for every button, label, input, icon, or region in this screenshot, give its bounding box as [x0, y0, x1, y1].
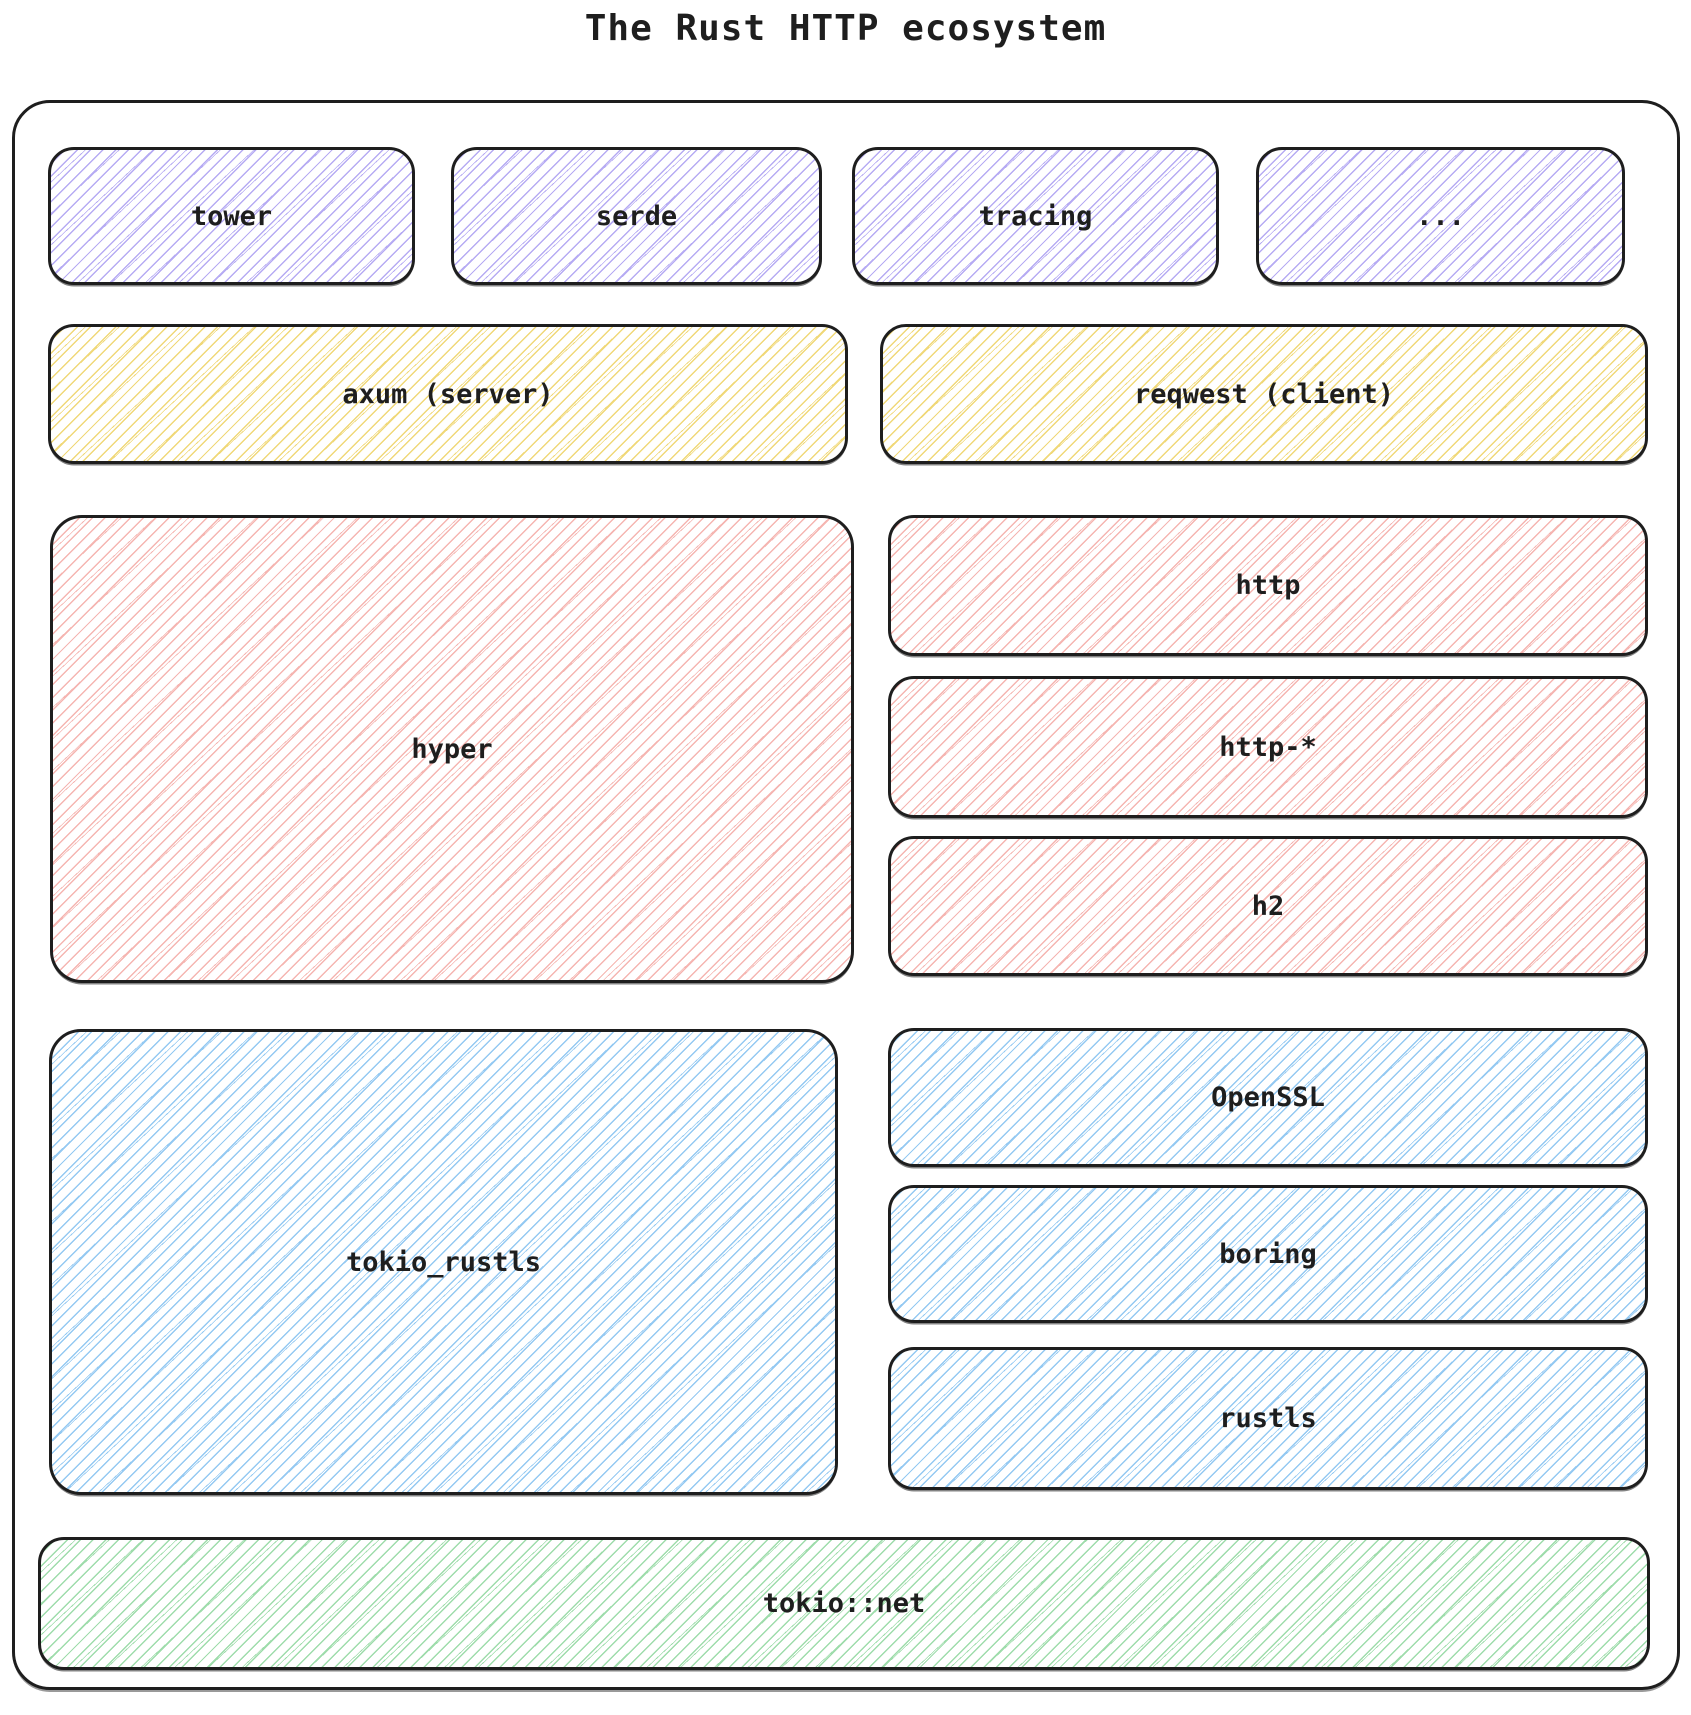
node-tracing-label: tracing [978, 200, 1093, 232]
node-reqwest-label: reqwest (client) [1133, 378, 1395, 410]
node-tokio-rustls: tokio_rustls [49, 1029, 838, 1495]
node-hyper-label: hyper [411, 733, 493, 765]
node-h2-label: h2 [1251, 890, 1285, 922]
node-axum-label: axum (server) [342, 378, 554, 410]
node-boring-label: boring [1219, 1238, 1317, 1270]
node-serde: serde [451, 147, 822, 285]
node-rustls: rustls [888, 1347, 1648, 1490]
node-rustls-label: rustls [1219, 1403, 1317, 1434]
node-http-star: http-* [888, 676, 1648, 818]
node-reqwest: reqwest (client) [880, 324, 1648, 464]
node-tower: tower [48, 147, 415, 285]
diagram-title: The Rust HTTP ecosystem [584, 8, 1107, 49]
node-h2: h2 [888, 836, 1648, 976]
node-openssl: OpenSSL [888, 1028, 1648, 1167]
node-boring: boring [888, 1185, 1648, 1323]
node-ellipsis: ... [1256, 147, 1625, 285]
node-openssl-label: OpenSSL [1211, 1082, 1325, 1113]
node-tokio-net: tokio::net [38, 1537, 1650, 1670]
node-http: http [888, 515, 1648, 656]
node-tower-label: tower [190, 200, 273, 232]
node-hyper: hyper [50, 515, 854, 983]
node-serde-label: serde [595, 200, 678, 232]
node-tokio-net-label: tokio::net [762, 1588, 926, 1619]
node-http-label: http [1235, 570, 1301, 601]
node-axum: axum (server) [48, 324, 848, 464]
node-ellipsis-label: ... [1416, 200, 1465, 232]
node-tracing: tracing [852, 147, 1219, 285]
node-tokio-rustls-label: tokio_rustls [345, 1246, 542, 1278]
node-http-star-label: http-* [1219, 731, 1317, 763]
